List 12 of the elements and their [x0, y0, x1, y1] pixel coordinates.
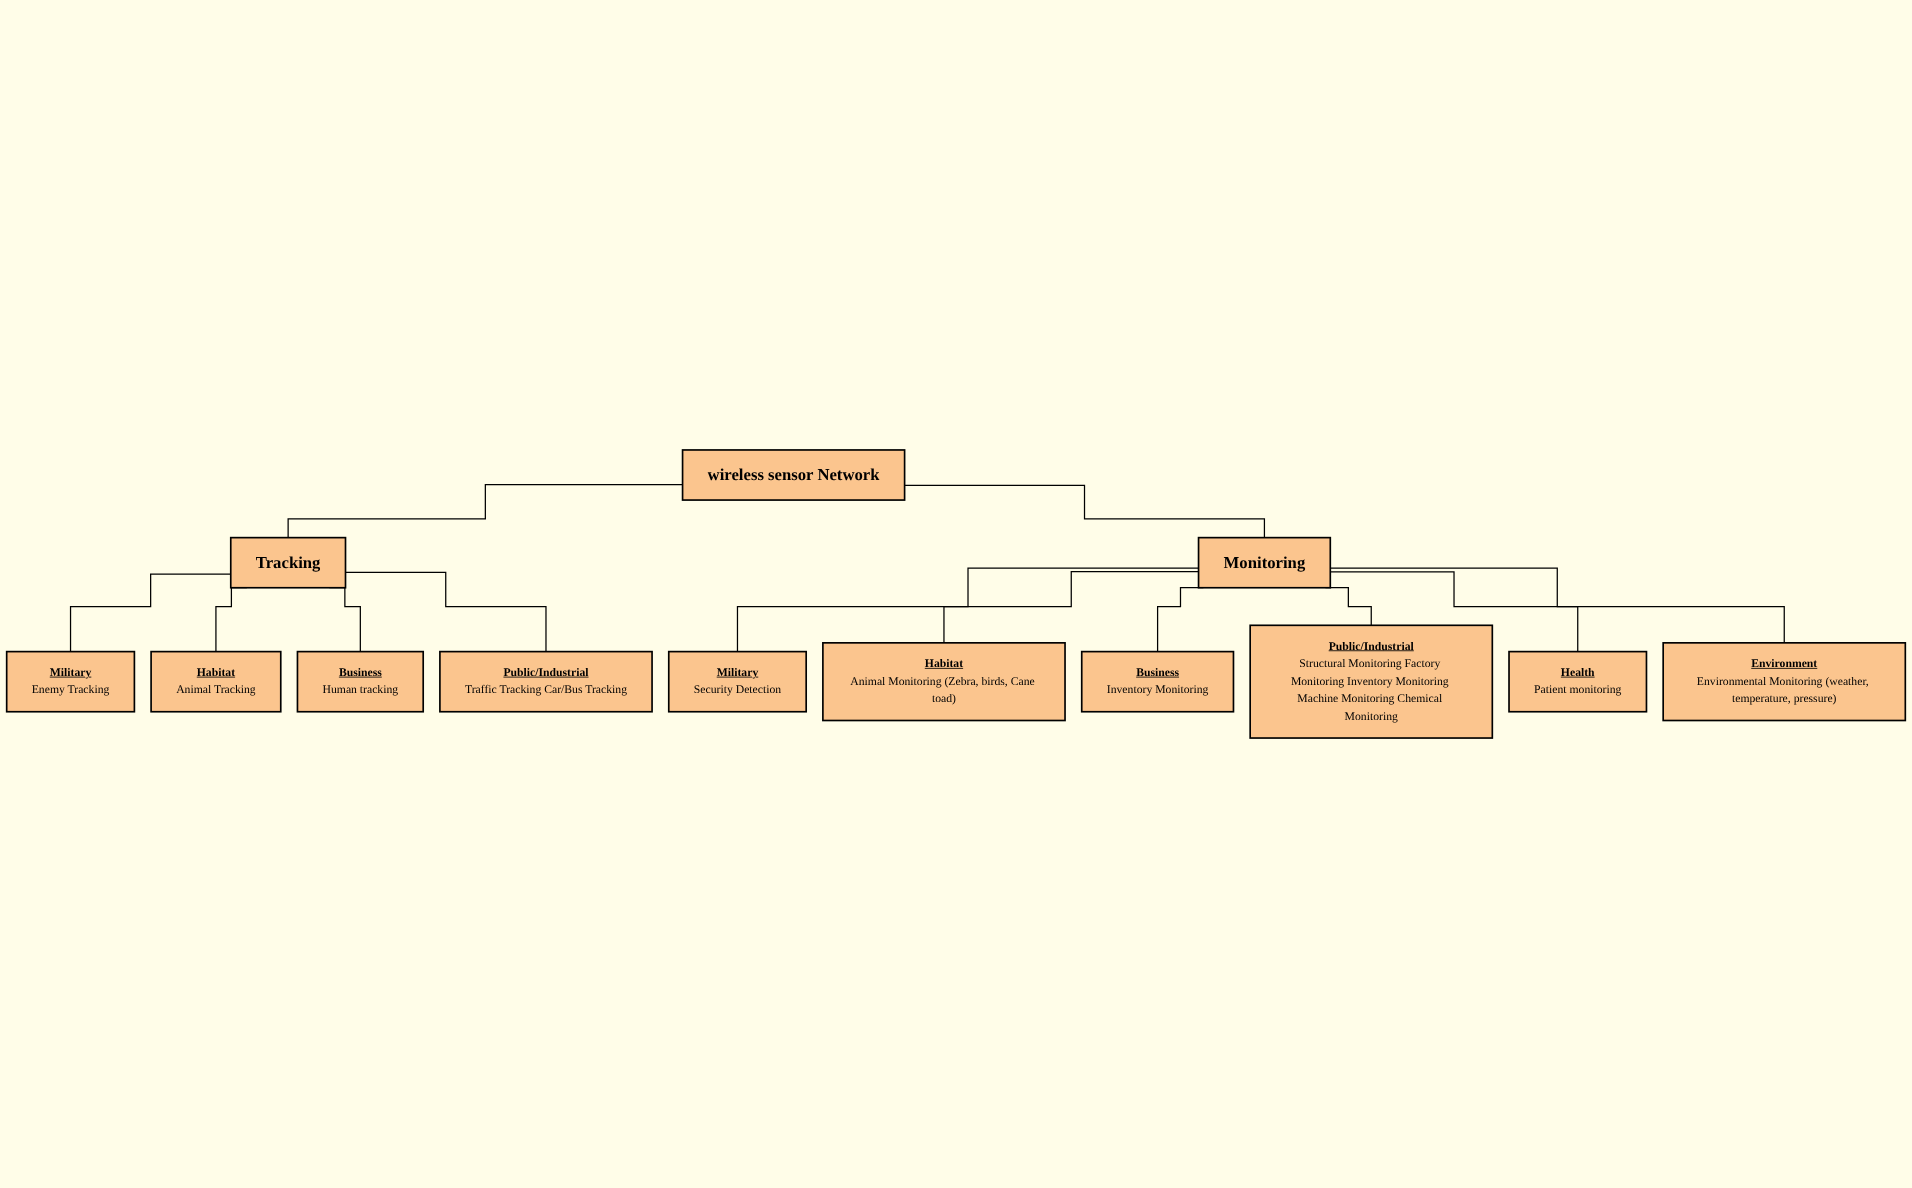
- node-box: wireless sensor Network: [681, 449, 906, 501]
- node-box: Monitoring: [1197, 536, 1332, 589]
- connector: [943, 571, 1200, 644]
- connector: [1329, 571, 1579, 653]
- connector: [903, 484, 1266, 539]
- node-box: Tracking: [229, 536, 347, 589]
- connector: [69, 573, 232, 653]
- connector: [287, 484, 684, 539]
- connector: [736, 567, 1200, 653]
- connector: [1329, 567, 1785, 644]
- connector: [1156, 587, 1204, 653]
- connector: [344, 571, 547, 653]
